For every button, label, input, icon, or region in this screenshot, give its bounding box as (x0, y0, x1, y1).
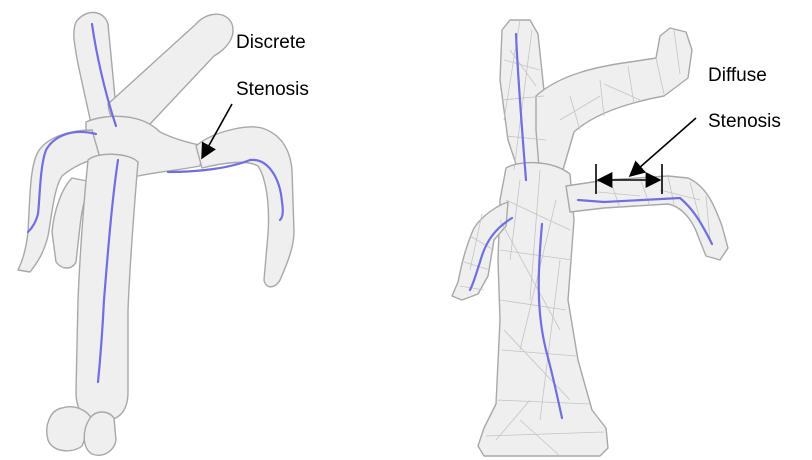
diffuse-stenosis-label: Stenosis (708, 111, 781, 132)
discrete-stenosis-label: Stenosis (236, 79, 309, 100)
discrete-label: Discrete (236, 32, 306, 53)
diffuse-label: Diffuse (708, 65, 767, 86)
mesh-vessel-model (452, 20, 728, 456)
diffuse-stenosis-arrow (630, 118, 696, 176)
